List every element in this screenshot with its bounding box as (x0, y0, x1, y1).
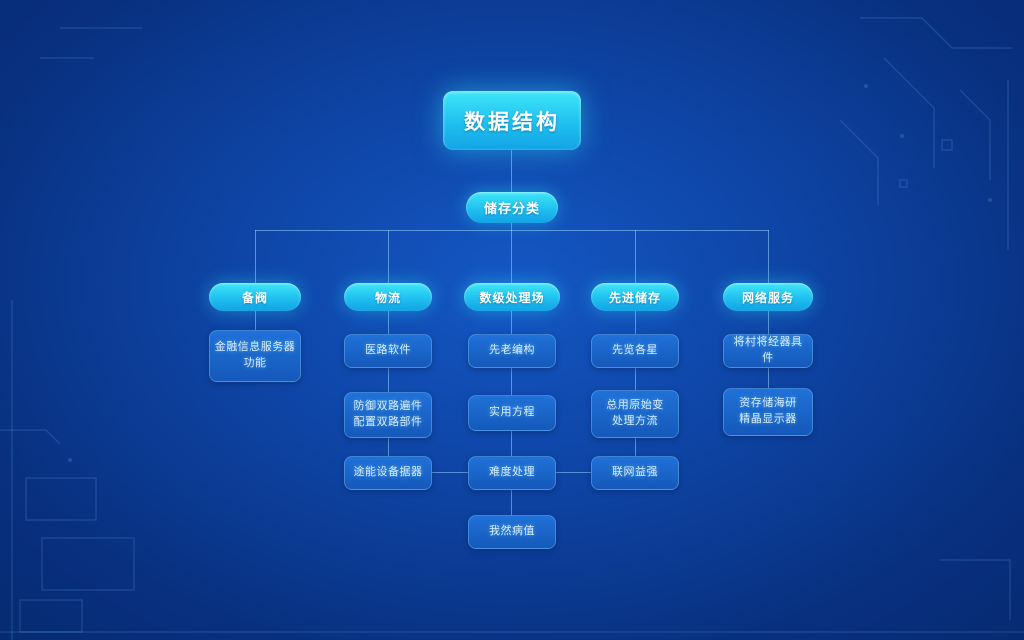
node-box: 资存储海研 精晶显示器 (723, 388, 813, 436)
connector-drop-5 (768, 230, 769, 283)
node-box-label: 我然病值 (489, 525, 535, 538)
column-header-4: 先进储存 (591, 283, 679, 311)
column-header-1: 备阀 (209, 283, 301, 311)
root-node-label: 数据结构 (464, 110, 560, 134)
node-box-label: 先览各星 (612, 344, 658, 357)
connector-drop-2 (388, 230, 389, 283)
connector-subtitle-bus (511, 223, 512, 231)
node-box-label: 总用原始变 处理方流 (606, 399, 664, 427)
column-header-3-label: 数级处理场 (479, 290, 545, 305)
node-box: 医路软件 (344, 334, 432, 368)
node-box-label: 医路软件 (365, 344, 411, 357)
connector-col-1 (255, 311, 256, 331)
node-box: 防御双路遍件 配置双路部件 (344, 392, 432, 438)
node-box: 联网益强 (591, 456, 679, 490)
node-box: 总用原始变 处理方流 (591, 390, 679, 438)
root-node: 数据结构 (443, 91, 581, 150)
column-header-1-label: 备阀 (241, 290, 268, 305)
node-box-label: 实用方程 (489, 406, 535, 419)
column-header-5: 网络服务 (723, 283, 813, 311)
category-node: 储存分类 (466, 192, 558, 223)
connector-col-4 (635, 311, 636, 457)
connector-drop-3 (511, 230, 512, 283)
node-box: 难度处理 (468, 456, 556, 490)
node-box: 实用方程 (468, 395, 556, 431)
node-box-label: 金融信息服务器 功能 (214, 341, 296, 369)
node-box-label: 将村将经器具件 (733, 336, 803, 364)
node-box: 将村将经器具件 (723, 334, 813, 368)
node-box-label: 资存储海研 精晶显示器 (739, 397, 797, 425)
column-header-4-label: 先进储存 (608, 290, 661, 305)
connector-drop-1 (255, 230, 256, 283)
column-header-3: 数级处理场 (464, 283, 560, 311)
node-box-label: 先老编构 (489, 344, 535, 357)
column-header-2-label: 物流 (374, 290, 401, 305)
category-node-label: 储存分类 (483, 201, 540, 216)
node-box-label: 难度处理 (489, 466, 535, 479)
node-box: 先览各星 (591, 334, 679, 368)
column-header-5-label: 网络服务 (741, 290, 794, 305)
connector-col-2 (388, 311, 389, 457)
node-box: 途能设备据器 (344, 456, 432, 490)
node-box-label: 途能设备据器 (353, 466, 423, 479)
node-box: 先老编构 (468, 334, 556, 368)
connector-drop-4 (635, 230, 636, 283)
connector-bus (255, 230, 769, 231)
node-box: 我然病值 (468, 515, 556, 549)
node-box-label: 联网益强 (612, 466, 658, 479)
column-header-2: 物流 (344, 283, 432, 311)
node-box: 金融信息服务器 功能 (209, 330, 301, 382)
node-box-label: 防御双路遍件 配置双路部件 (353, 400, 423, 428)
connector-title-subtitle (511, 150, 512, 194)
